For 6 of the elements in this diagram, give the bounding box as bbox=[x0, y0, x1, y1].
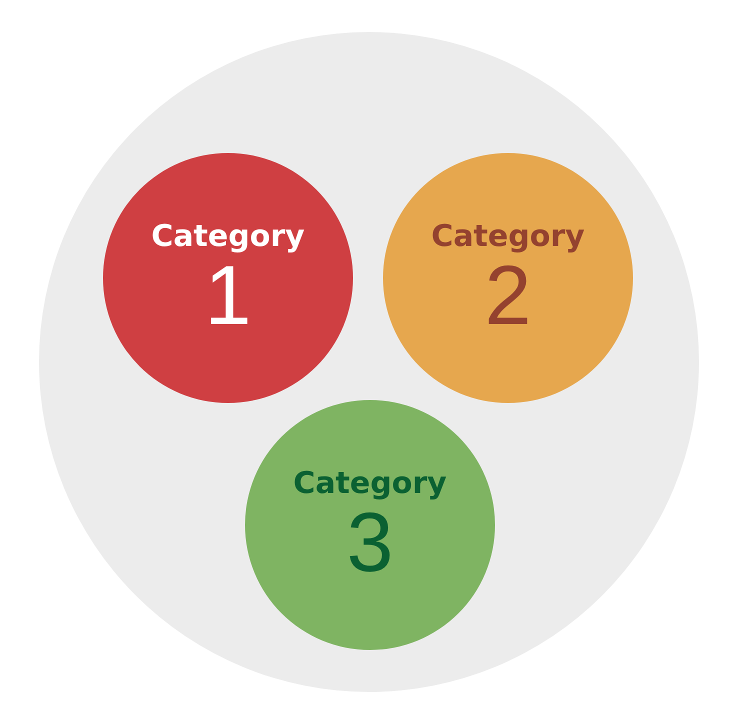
category-number: 3 bbox=[346, 500, 394, 584]
category-number: 1 bbox=[204, 252, 252, 336]
category-label: Category bbox=[431, 220, 585, 252]
category-label: Category bbox=[151, 220, 305, 252]
category-number: 2 bbox=[484, 252, 532, 336]
category-label: Category bbox=[293, 466, 447, 500]
